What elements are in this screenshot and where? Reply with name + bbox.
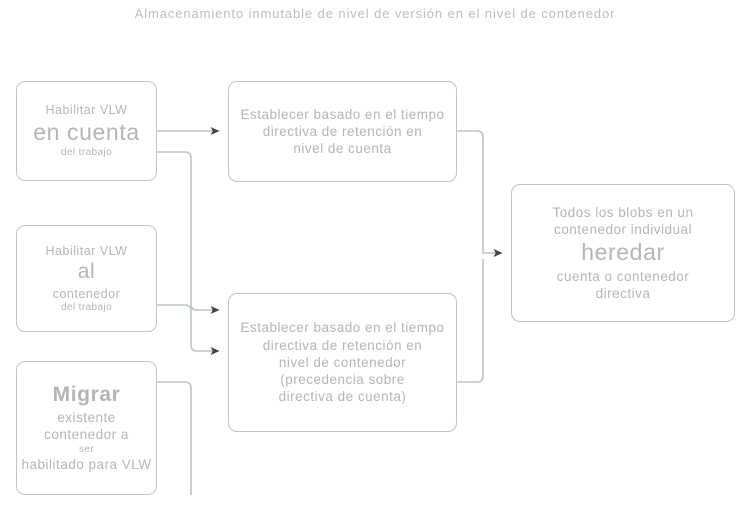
node-policy-account-line-1: Establecer basado en el tiempo [240, 106, 445, 122]
node-policy-container-line-5: directiva de cuenta) [278, 389, 407, 405]
node-enable-account-line-1: Habilitar VLW [45, 102, 128, 117]
connector-migrate-container-to-policy-container [157, 381, 192, 495]
node-migrate-container-line-5: habilitado para VLW [21, 457, 152, 473]
node-blobs-inherit-line-3: heredar [581, 239, 665, 266]
connector-policy-container-to-blobs [457, 259, 484, 383]
node-policy-container-line-4: (precedencia sobre [280, 372, 405, 388]
diagram-title: Almacenamiento inmutable de nivel de ver… [134, 6, 616, 21]
node-enable-container-line-3: contenedor [52, 286, 121, 301]
node-enable-container-line-1: Habilitar VLW [45, 243, 128, 258]
node-policy-container-line-1: Establecer basado en el tiempo [240, 320, 445, 336]
node-migrate-container-line-1: Migrar [52, 383, 121, 407]
node-enable-account-line-2: en cuenta [33, 118, 140, 145]
node-migrate-container-line-3: contenedor a [44, 427, 129, 443]
connector-enable-account-to-policy-container [157, 151, 220, 314]
connector-policy-account-to-blobs [457, 130, 503, 257]
node-policy-account-line-2: directiva de retención en [262, 123, 423, 139]
node-blobs-inherit-line-1: Todos los blobs en un [552, 204, 694, 220]
node-blobs-inherit-line-2: contenedor individual [553, 222, 693, 238]
node-migrate-container-line-2: existente [57, 410, 116, 426]
node-blobs-inherit-line-5: directiva [595, 285, 651, 301]
node-blobs-inherit-line-4: cuenta o contenedor [556, 268, 690, 284]
node-enable-container-line-2: al [77, 259, 96, 283]
node-policy-account-line-3: nivel de cuenta [293, 141, 392, 157]
node-enable-account[interactable]: Habilitar VLW en cuenta del trabajo [16, 81, 157, 181]
node-policy-account[interactable]: Establecer basado en el tiempo directiva… [228, 81, 457, 182]
node-enable-container-line-4: del trabajo [60, 301, 113, 313]
node-migrate-container[interactable]: Migrar existente contenedor a ser habili… [16, 361, 157, 495]
node-migrate-container-line-4: ser [78, 443, 95, 455]
node-enable-account-line-3: del trabajo [60, 147, 113, 159]
node-enable-container[interactable]: Habilitar VLW al contenedor del trabajo [16, 225, 157, 332]
connector-enable-container-to-policy-container [157, 304, 220, 355]
node-policy-container[interactable]: Establecer basado en el tiempo directiva… [228, 293, 457, 432]
node-blobs-inherit[interactable]: Todos los blobs en un contenedor individ… [511, 184, 735, 322]
node-policy-container-line-3: nivel de contenedor [278, 354, 407, 370]
node-policy-container-line-2: directiva de retención en [262, 337, 423, 353]
